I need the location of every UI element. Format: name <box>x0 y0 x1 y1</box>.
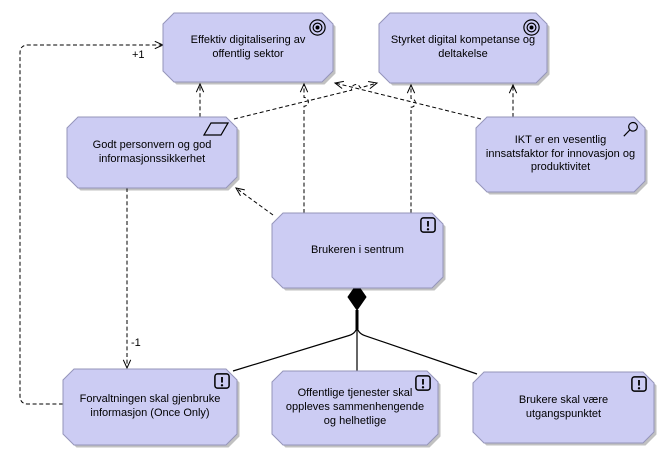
principle-icon <box>214 373 230 389</box>
edge-influence-forvaltningen-to-effektiv[interactable] <box>19 40 165 405</box>
edge-influence-godt-personvern-to-effektiv[interactable] <box>195 82 205 117</box>
composition-diamond <box>347 283 367 311</box>
node-styrket-digital-kompetanse-shape <box>378 12 548 84</box>
assessment-icon <box>623 121 638 137</box>
edge-influence-godt-personvern-to-styrket[interactable] <box>233 81 379 120</box>
edge-influence-godt-personvern-to-forvaltningen[interactable] <box>122 188 132 370</box>
node-label: Forvaltningen skal gjenbruke informasjon… <box>79 393 221 419</box>
node-offentlige-tjenester-shape <box>271 370 439 446</box>
node-godt-personvern[interactable]: Godt personvern og god informasjonssikke… <box>67 117 237 188</box>
edge-composition-brukeren-to-principles[interactable] <box>232 283 478 375</box>
node-brukeren-i-sentrum[interactable]: Brukeren i sentrum <box>272 213 443 288</box>
node-label: Effektiv digitalisering av offentlig sek… <box>190 33 306 60</box>
node-label: Brukeren i sentrum <box>311 243 404 256</box>
node-shapes <box>62 12 655 446</box>
node-effektiv-digitalisering-shape <box>162 12 334 83</box>
edge-influence-brukeren-to-styrket[interactable] <box>406 83 416 213</box>
node-effektiv-digitalisering[interactable]: Effektiv digitalisering av offentlig sek… <box>163 13 333 82</box>
composition-branch-brukere <box>356 314 478 375</box>
principle-icon <box>415 375 431 391</box>
goal-icon <box>309 19 326 36</box>
principle-icon <box>420 217 436 233</box>
edge-influence-ikt-to-effektiv[interactable] <box>333 80 482 120</box>
edge-weight-label-plus-one: +1 <box>132 49 145 61</box>
node-ikt-innsatsfaktor-shape <box>475 116 646 193</box>
requirement-icon <box>203 122 229 136</box>
principle-icon <box>631 376 647 392</box>
node-label: Offentlige tjenester skal oppleves samme… <box>285 387 425 427</box>
node-label: IKT er en vesentlig innsatsfaktor for in… <box>485 133 636 174</box>
goal-icon <box>523 19 540 36</box>
node-forvaltningen-once-only[interactable]: Forvaltningen skal gjenbruke informasjon… <box>63 369 237 445</box>
edge-weight-label-minus-one: -1 <box>131 337 141 349</box>
edge-influence-ikt-to-styrket[interactable] <box>508 83 518 117</box>
node-offentlige-tjenester[interactable]: Offentlige tjenester skal oppleves samme… <box>272 371 438 445</box>
node-brukeren-i-sentrum-shape <box>271 212 444 289</box>
node-label: Brukere skal være utgangspunktet <box>518 393 609 420</box>
node-label: Godt personvern og god informasjonssikke… <box>92 138 212 165</box>
node-brukere-utgangspunktet[interactable]: Brukere skal være utgangspunktet <box>473 372 654 443</box>
node-forvaltningen-once-only-shape <box>62 368 238 446</box>
node-label: Styrket digital kompetanse og deltakelse <box>390 34 536 60</box>
node-ikt-innsatsfaktor[interactable]: IKT er en vesentlig innsatsfaktor for in… <box>476 117 645 192</box>
edge-influence-brukeren-to-godt-personvern[interactable] <box>235 187 274 216</box>
edge-influence-brukeren-to-effektiv[interactable] <box>299 82 309 213</box>
node-godt-personvern-shape <box>66 116 238 189</box>
node-styrket-digital-kompetanse[interactable]: Styrket digital kompetanse og deltakelse <box>379 13 547 83</box>
composition-branch-forvaltningen <box>232 314 358 372</box>
node-brukere-utgangspunktet-shape <box>472 371 655 444</box>
